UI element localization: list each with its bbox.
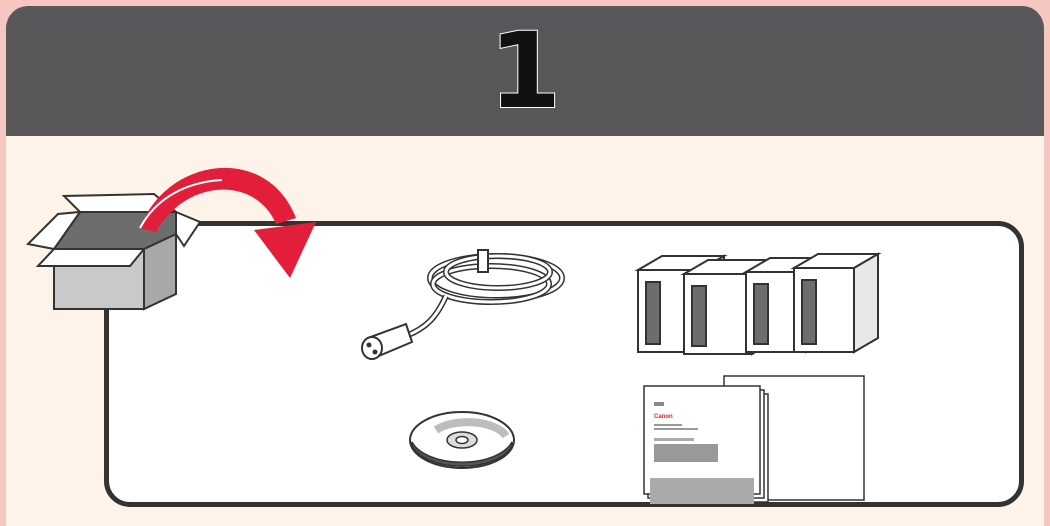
step-header: 1 [6,6,1044,136]
manuals-icon: Canon [642,372,878,506]
setup-cd-icon [406,408,526,478]
curved-arrow-icon [126,148,326,328]
step-number: 1 [6,16,1044,126]
canon-brand-text: Canon [654,414,673,420]
power-cord-icon [346,238,576,368]
ink-tanks-icon [634,242,884,362]
instruction-card: 1 [6,6,1044,526]
